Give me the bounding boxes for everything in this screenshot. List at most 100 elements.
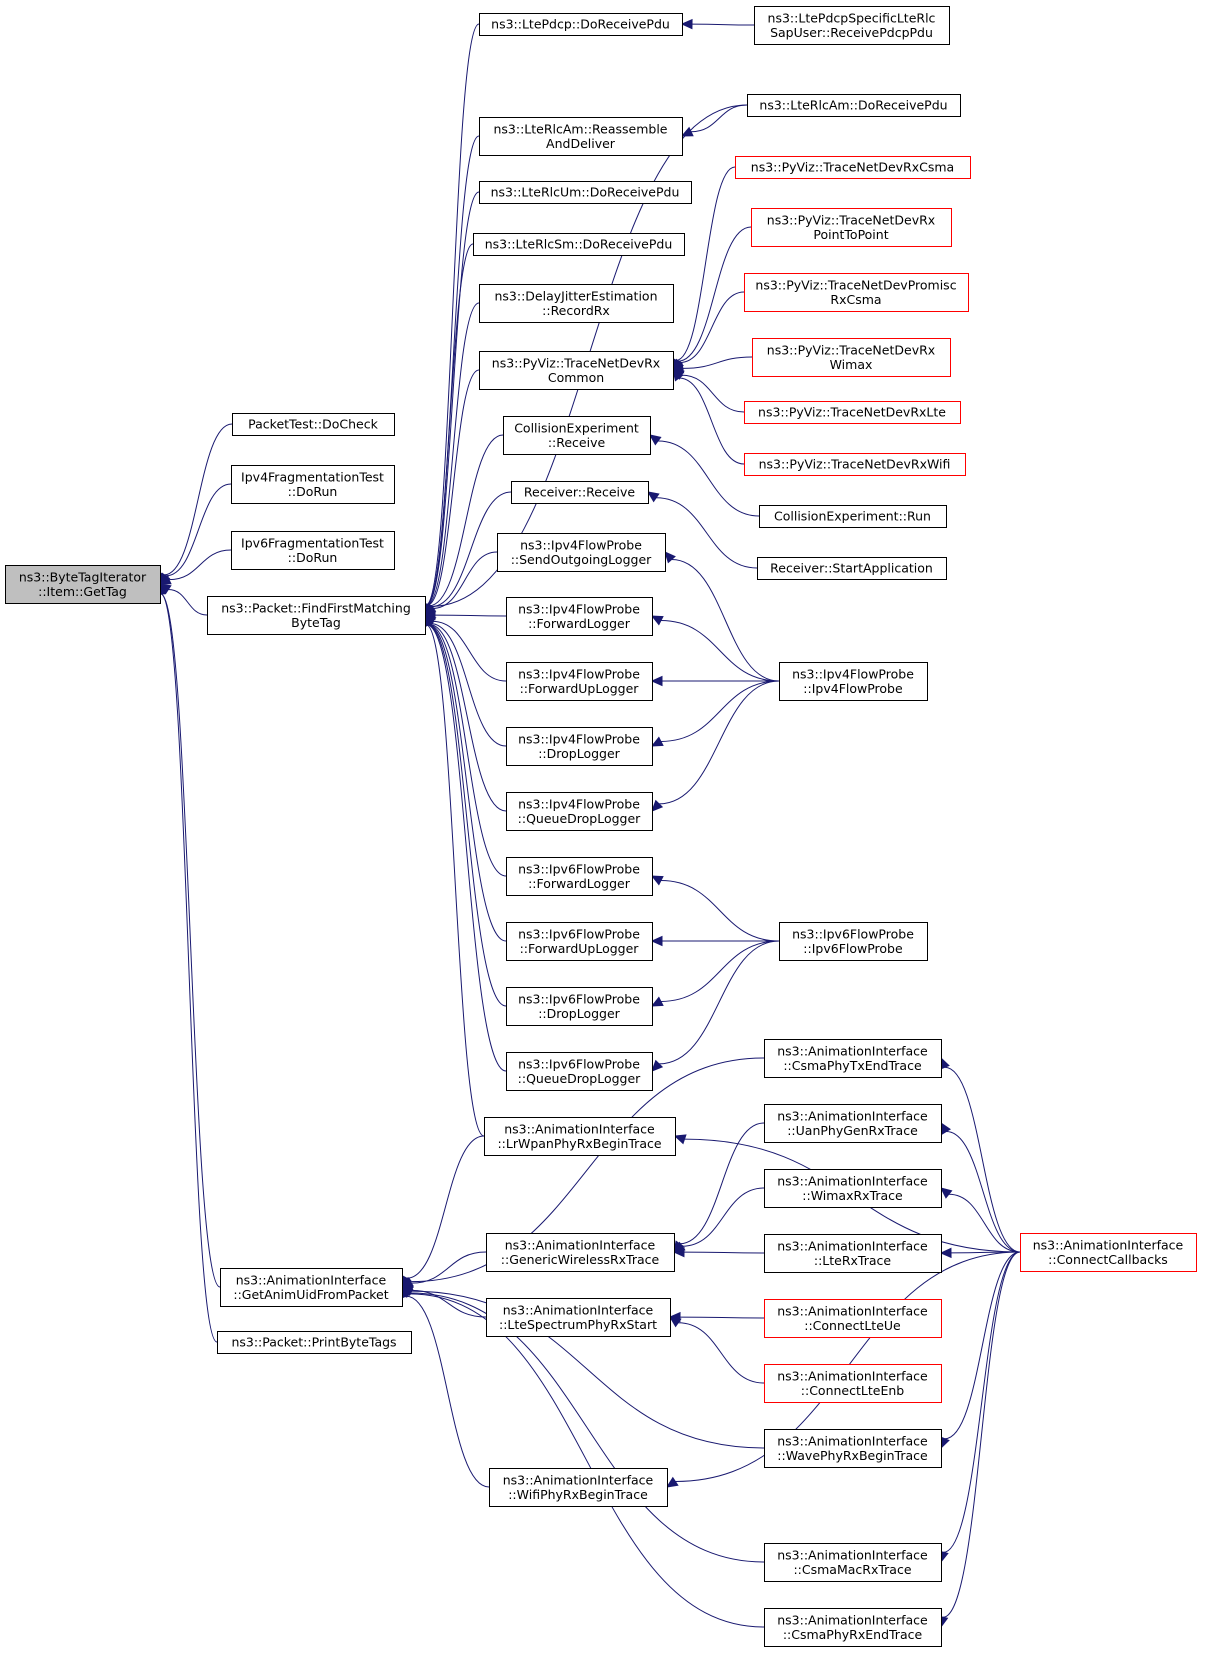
node-label: ::GetAnimUidFromPacket: [233, 1287, 388, 1302]
node-box: [231, 465, 395, 504]
arrowhead-ip6drop: [650, 996, 664, 1007]
edge-csmamacrx-to-getanimuid: [409, 1292, 765, 1563]
node-ip4qdrop[interactable]: ns3::Ipv4FlowProbe::QueueDropLogger: [506, 792, 653, 831]
node-csmatxend[interactable]: ns3::AnimationInterface::CsmaPhyTxEndTra…: [764, 1039, 942, 1078]
node-recvstart[interactable]: Receiver::StartApplication: [757, 557, 947, 580]
edge-pywifi-to-tracerxcommon: [679, 377, 745, 465]
node-label: ::CsmaPhyTxEndTrace: [783, 1058, 922, 1073]
node-label: ::ConnectLteUe: [804, 1318, 901, 1333]
node-box: [764, 1429, 942, 1468]
node-delayjitter[interactable]: ns3::DelayJitterEstimation::RecordRx: [479, 284, 674, 323]
arrowhead-lterx: [939, 1247, 952, 1259]
node-csmaphyrxend[interactable]: ns3::AnimationInterface::CsmaPhyRxEndTra…: [764, 1608, 942, 1647]
node-label: ns3::Ipv6FlowProbe: [518, 991, 640, 1006]
edge-pywimax-to-tracerxcommon: [682, 356, 753, 369]
node-ipv4frag[interactable]: Ipv4FragmentationTest::DoRun: [231, 465, 395, 504]
node-ip4send[interactable]: ns3::Ipv4FlowProbe::SendOutgoingLogger: [497, 533, 666, 572]
edge-uanrx-to-genwireless: [679, 1122, 765, 1245]
edge-rlcum-to-findfirst: [426, 191, 480, 606]
node-label: ::WavePhyRxBeginTrace: [777, 1448, 928, 1463]
node-layer: ns3::ByteTagIterator::Item::GetTagPacket…: [5, 6, 1197, 1647]
node-label: ns3::PyViz::TraceNetDevRx: [767, 212, 935, 227]
node-box: [479, 181, 692, 204]
edge-connectue-to-ltespectrum: [679, 1316, 765, 1319]
node-box: [479, 284, 674, 323]
node-box: [5, 565, 161, 604]
node-ip6fwdup[interactable]: ns3::Ipv6FlowProbe::ForwardUpLogger: [506, 922, 653, 961]
edge-ip4probe-to-ip4send: [671, 558, 780, 682]
edge-collrecv-to-findfirst: [428, 434, 504, 607]
node-label: ByteTag: [291, 615, 341, 630]
node-label: ::ForwardUpLogger: [520, 941, 640, 956]
node-rlcamrecv[interactable]: ns3::LteRlcAm::DoReceivePdu: [747, 94, 961, 117]
node-ip4probe[interactable]: ns3::Ipv4FlowProbe::Ipv4FlowProbe: [779, 662, 928, 701]
node-rlcsm[interactable]: ns3::LteRlcSm::DoReceivePdu: [473, 233, 685, 256]
node-pylte[interactable]: ns3::PyViz::TraceNetDevRxLte: [744, 401, 961, 424]
node-ip4fwdup[interactable]: ns3::Ipv4FlowProbe::ForwardUpLogger: [506, 662, 653, 701]
node-pywifi[interactable]: ns3::PyViz::TraceNetDevRxWifi: [744, 453, 966, 476]
node-ip6probe[interactable]: ns3::Ipv6FlowProbe::Ipv6FlowProbe: [779, 922, 928, 961]
node-pycsma[interactable]: ns3::PyViz::TraceNetDevRxCsma: [735, 156, 971, 179]
arrowhead-recvrecv: [647, 491, 660, 503]
node-ltespectrum[interactable]: ns3::AnimationInterface::LteSpectrumPhyR…: [486, 1298, 671, 1337]
node-pdcpsap[interactable]: ns3::LtePdcpSpecificLteRlcSapUser::Recei…: [754, 6, 950, 45]
node-printbytetags[interactable]: ns3::Packet::PrintByteTags: [217, 1331, 412, 1354]
node-box: [486, 1298, 671, 1337]
node-lterx[interactable]: ns3::AnimationInterface::LteRxTrace: [764, 1234, 942, 1273]
node-collrun[interactable]: CollisionExperiment::Run: [759, 505, 947, 528]
node-connectue[interactable]: ns3::AnimationInterface::ConnectLteUe: [764, 1299, 942, 1338]
node-ip6drop[interactable]: ns3::Ipv6FlowProbe::DropLogger: [506, 987, 653, 1026]
edge-packettest-to-gettag: [164, 423, 233, 576]
node-ip6fwd[interactable]: ns3::Ipv6FlowProbe::ForwardLogger: [506, 857, 653, 896]
node-label: ns3::AnimationInterface: [777, 1043, 928, 1058]
node-recvrecv[interactable]: Receiver::Receive: [511, 481, 649, 504]
arrowhead-tracerxcommon: [672, 369, 684, 382]
node-getanimuid[interactable]: ns3::AnimationInterface::GetAnimUidFromP…: [220, 1268, 403, 1307]
node-box: [744, 401, 961, 424]
node-wifiphy[interactable]: ns3::AnimationInterface::WifiPhyRxBeginT…: [489, 1468, 668, 1507]
node-connectenb[interactable]: ns3::AnimationInterface::ConnectLteEnb: [764, 1364, 942, 1403]
edge-recvstart-to-recvrecv: [656, 497, 758, 569]
edge-ipv4frag-to-gettag: [165, 483, 232, 577]
node-box: [757, 557, 947, 580]
edge-ip4probe-to-ip4drop: [660, 680, 780, 742]
arrowhead-wimaxrx: [940, 1187, 953, 1199]
node-ip4drop[interactable]: ns3::Ipv4FlowProbe::DropLogger: [506, 727, 653, 766]
node-ip4fwd[interactable]: ns3::Ipv4FlowProbe::ForwardLogger: [506, 597, 653, 636]
node-wimaxrx[interactable]: ns3::AnimationInterface::WimaxRxTrace: [764, 1169, 942, 1208]
node-collrecv[interactable]: CollisionExperiment::Receive: [503, 416, 651, 455]
node-lrwpan[interactable]: ns3::AnimationInterface::LrWpanPhyRxBegi…: [484, 1117, 676, 1156]
node-ltepdcp[interactable]: ns3::LtePdcp::DoReceivePdu: [479, 13, 683, 36]
edge-ip6qdrop-to-findfirst: [426, 624, 507, 1072]
node-box: [506, 1052, 653, 1091]
node-wavephy[interactable]: ns3::AnimationInterface::WavePhyRxBeginT…: [764, 1429, 942, 1468]
node-label: PacketTest::DoCheck: [248, 417, 378, 432]
node-ipv6frag[interactable]: Ipv6FragmentationTest::DoRun: [231, 531, 395, 570]
edge-lrwpan-to-findfirst: [425, 624, 485, 1137]
node-box: [506, 727, 653, 766]
node-genwireless[interactable]: ns3::AnimationInterface::GenericWireless…: [486, 1233, 675, 1272]
node-packettest[interactable]: PacketTest::DoCheck: [232, 413, 395, 436]
edge-connectcb-to-csmamacrx: [943, 1251, 1021, 1553]
node-label: ::LteSpectrumPhyRxStart: [499, 1317, 657, 1332]
node-csmamacrx[interactable]: ns3::AnimationInterface::CsmaMacRxTrace: [764, 1543, 942, 1582]
node-label: ::LteRxTrace: [814, 1253, 892, 1268]
node-ip6qdrop[interactable]: ns3::Ipv6FlowProbe::QueueDropLogger: [506, 1052, 653, 1091]
node-box: [506, 662, 653, 701]
node-box: [764, 1104, 942, 1143]
node-connectcb[interactable]: ns3::AnimationInterface::ConnectCallback…: [1020, 1233, 1197, 1272]
node-box: [779, 922, 928, 961]
node-uanrx[interactable]: ns3::AnimationInterface::UanPhyGenRxTrac…: [764, 1104, 942, 1143]
node-label: ns3::ByteTagIterator: [19, 569, 147, 584]
node-rlcum[interactable]: ns3::LteRlcUm::DoReceivePdu: [479, 181, 692, 204]
node-box: [735, 156, 971, 179]
node-label: ::ConnectLteEnb: [801, 1383, 904, 1398]
edge-ip6probe-to-ip6fwd: [660, 880, 780, 942]
